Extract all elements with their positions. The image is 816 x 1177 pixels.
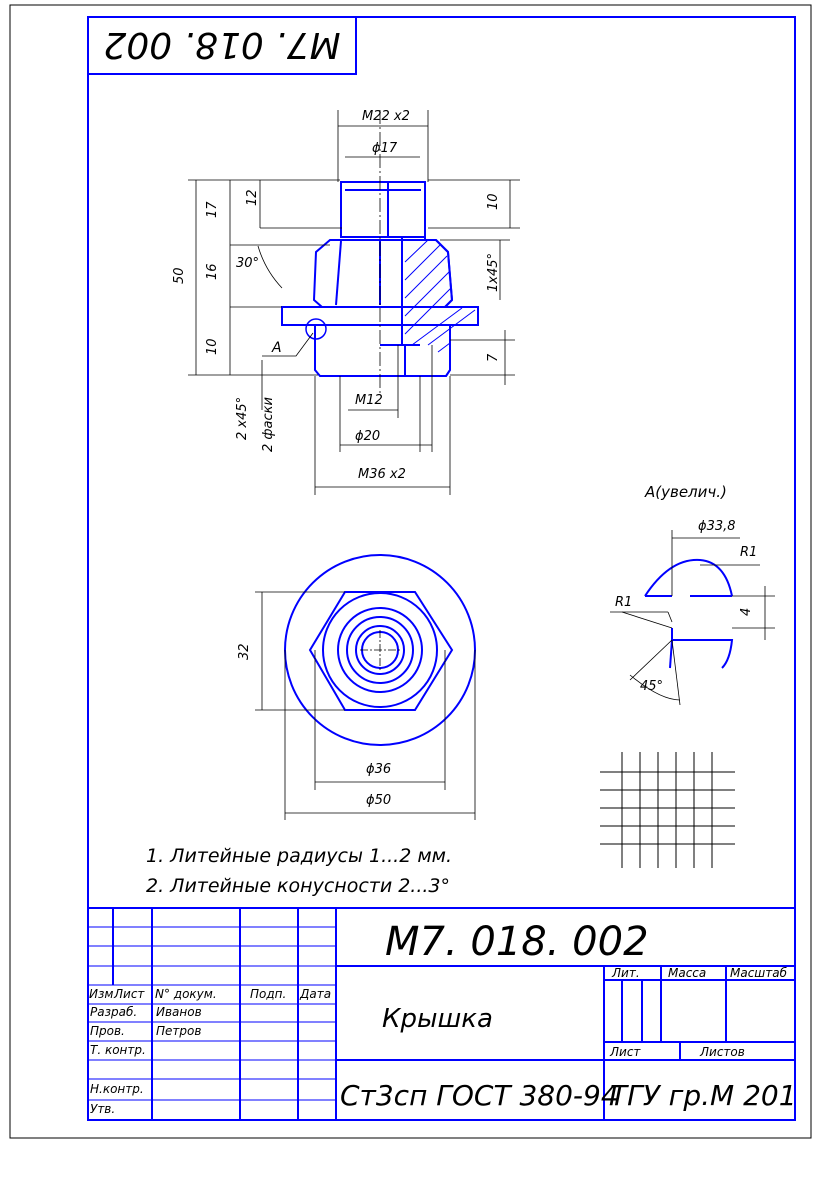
title-block-thin-lines (88, 926, 336, 1101)
dim-d20: ϕ20 (355, 429, 380, 444)
dim-2x45: 2 x45° (235, 397, 250, 440)
row-checked: Пров. (90, 1024, 125, 1038)
dim-45deg: 45° (640, 679, 663, 694)
detail-a: А(увелич.) ϕ33,8 R1 R1 4 45° (610, 483, 775, 706)
front-view (281, 181, 479, 377)
front-dimension-lines (188, 110, 520, 495)
title-block-text: M7. 018. 002 Крышка Ст3сп ГОСТ 380-94 ТГ… (89, 919, 797, 1116)
rotated-drawing-code: M7. 018. 002 (103, 24, 340, 65)
drawing-frame (87, 16, 796, 1121)
dim-10-left: 10 (205, 338, 220, 355)
dim-d17: ϕ17 (372, 141, 398, 156)
note-2: 2. Литейные конусности 2...3° (146, 875, 450, 897)
leader-a-label: А (271, 340, 282, 356)
dim-d33-8: ϕ33,8 (698, 519, 736, 534)
header-signature: Подп. (250, 987, 286, 1001)
header-mass: Масса (668, 966, 706, 980)
material: Ст3сп ГОСТ 380-94 (340, 1079, 619, 1112)
front-dimension-text: М22 x2 ϕ17 12 17 50 16 30° 10 10 1x45° 7… (172, 109, 501, 482)
row-approved: Утв. (90, 1102, 115, 1116)
dim-1x45: 1x45° (486, 253, 501, 292)
dim-32: 32 (237, 643, 252, 660)
dim-m12: М12 (355, 393, 383, 408)
dim-d50: ϕ50 (366, 793, 391, 808)
header-doc-number: N° докум. (155, 987, 217, 1001)
label-sheet: Лист (609, 1045, 641, 1059)
dim-4: 4 (739, 608, 754, 616)
dim-17: 17 (205, 201, 220, 218)
scratch-grid (600, 752, 735, 868)
dim-50: 50 (172, 267, 187, 284)
note-1: 1. Литейные радиусы 1...2 мм. (146, 845, 452, 867)
checker-name: Петров (156, 1024, 201, 1038)
row-tech-control: Т. контр. (90, 1043, 146, 1057)
organization: ТГУ гр.М 201 (610, 1079, 797, 1112)
detail-a-title: А(увелич.) (644, 483, 727, 501)
part-name: Крышка (382, 1004, 493, 1034)
technical-notes: 1. Литейные радиусы 1...2 мм. 2. Литейны… (146, 845, 452, 897)
dim-m36: М36 x2 (358, 467, 406, 482)
header-list: Лист (113, 987, 145, 1001)
rotated-code-box: M7. 018. 002 (87, 16, 357, 75)
header-date: Дата (299, 987, 331, 1001)
dim-16: 16 (205, 263, 220, 280)
dim-12: 12 (245, 189, 260, 206)
dim-10-right: 10 (486, 193, 501, 210)
row-norm-control: Н.контр. (90, 1082, 144, 1096)
header-izm: Изм (89, 987, 113, 1001)
title-block (88, 907, 795, 1120)
dim-r1-left: R1 (615, 595, 632, 610)
label-sheets: Листов (699, 1045, 745, 1059)
drawing-code: M7. 018. 002 (385, 919, 649, 965)
dim-m22: М22 x2 (362, 109, 410, 124)
row-developed: Разраб. (90, 1005, 137, 1019)
dim-7: 7 (486, 353, 501, 362)
top-view-dimension-lines (255, 591, 476, 820)
top-view-dimension-text: 32 ϕ36 ϕ50 (237, 643, 391, 808)
header-scale: Масштаб (730, 966, 788, 980)
sheet-border (9, 4, 812, 1139)
dim-d36: ϕ36 (366, 762, 391, 777)
dim-30deg: 30° (236, 256, 259, 271)
dim-2-facets: 2 фаски (261, 397, 276, 452)
header-lit: Лит. (611, 966, 640, 980)
dim-r1-top: R1 (740, 545, 757, 560)
section-hatching (404, 239, 476, 353)
detail-a-marker (305, 318, 327, 340)
developer-name: Иванов (156, 1005, 202, 1019)
